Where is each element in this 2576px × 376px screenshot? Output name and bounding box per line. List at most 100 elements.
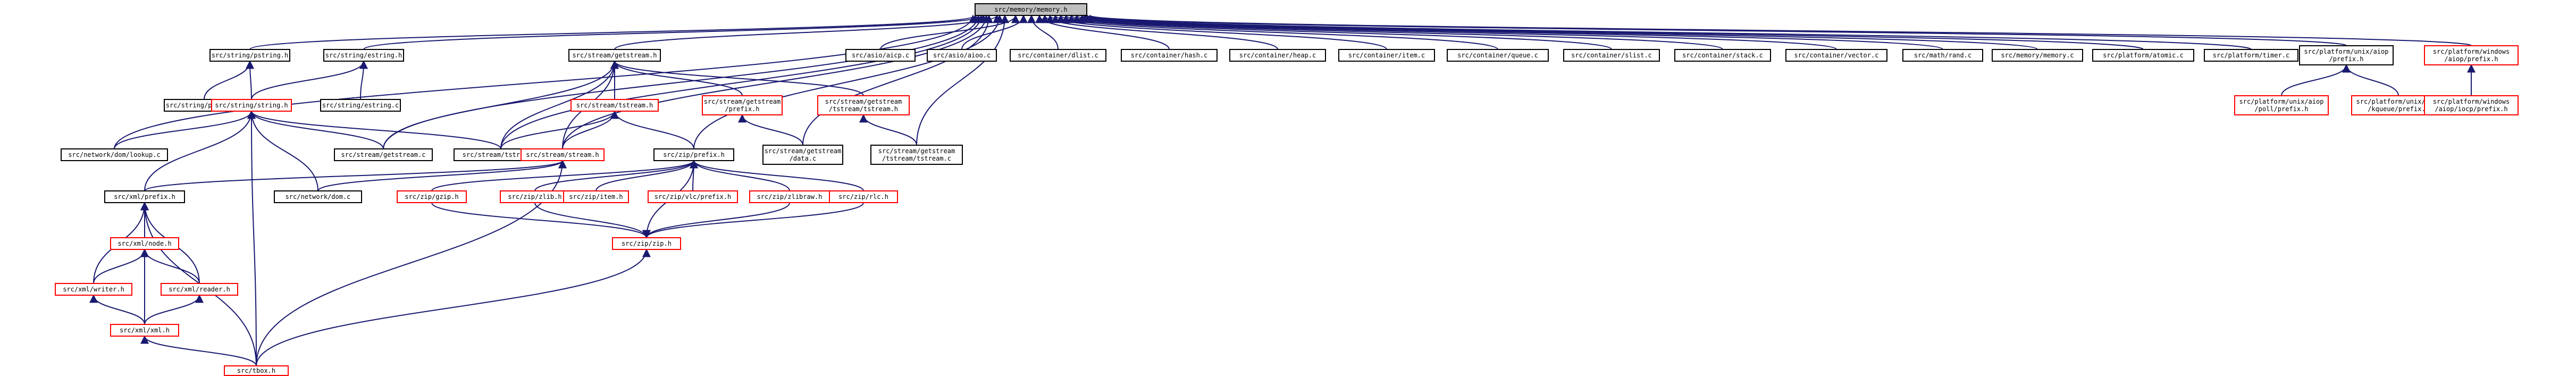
file-node-label: src/string/string.h	[215, 102, 288, 109]
file-node-platform-atomic-c[interactable]: src/platform/atomic.c	[2092, 49, 2194, 62]
file-node-zip-prefix-h[interactable]: src/zip/prefix.h	[653, 148, 734, 161]
file-node-box	[274, 190, 362, 203]
file-node-string-estring-c[interactable]: src/string/estring.c	[320, 99, 401, 112]
file-node-stream-getstream-prefix-h[interactable]: src/stream/getstream/prefix.h	[702, 95, 783, 115]
file-node-label: src/tbox.h	[237, 367, 275, 374]
file-node-network-dom-c[interactable]: src/network/dom.c	[274, 190, 362, 203]
file-node-asio-aioo-c[interactable]: src/asio/aioo.c	[927, 49, 997, 62]
dependency-edge	[610, 110, 694, 149]
file-node-container-item-c[interactable]: src/container/item.c	[1338, 49, 1435, 62]
file-node-box	[702, 95, 783, 115]
dependency-edge	[1084, 14, 2252, 50]
file-node-container-dlist-c[interactable]: src/container/dlist.c	[1010, 49, 1106, 62]
dependency-edge	[1062, 14, 1723, 50]
dependency-edge	[317, 160, 567, 191]
file-node-box	[2204, 49, 2298, 62]
file-node-stream-stream-h[interactable]: src/stream/stream.h	[521, 148, 605, 161]
file-node-xml-reader-h[interactable]: src/xml/reader.h	[161, 283, 238, 296]
file-node-label: src/stream/getstream.c	[341, 151, 426, 158]
dependency-edge	[500, 110, 619, 149]
file-node-stream-tstream-h[interactable]: src/stream/tstream.h	[570, 99, 659, 112]
file-node-platform-windows-aiop-prefix-h[interactable]: src/platform/windows/aiop/prefix.h	[2424, 45, 2519, 65]
file-node-xml-writer-h[interactable]: src/xml/writer.h	[55, 283, 132, 296]
file-node-label: src/container/dlist.c	[1018, 52, 1098, 59]
file-node-container-stack-c[interactable]: src/container/stack.c	[1674, 49, 1771, 62]
file-node-asio-aicp-c[interactable]: src/asio/aicp.c	[845, 49, 916, 62]
file-node-zip-zip-h[interactable]: src/zip/zip.h	[612, 237, 681, 250]
file-node-platform-timer-c[interactable]: src/platform/timer.c	[2204, 49, 2298, 62]
file-node-network-dom-lookup-c[interactable]: src/network/dom/lookup.c	[61, 148, 168, 161]
file-node-zip-gzip-h[interactable]: src/zip/gzip.h	[397, 190, 467, 203]
file-node-zip-zlib-h[interactable]: src/zip/zlib.h	[500, 190, 570, 203]
file-node-label: src/platform/unix/aiop	[2239, 98, 2324, 105]
file-node-label: src/stream/tstream.h	[576, 102, 653, 109]
file-node-box	[2424, 45, 2519, 65]
file-node-box	[334, 148, 433, 161]
file-node-box	[209, 49, 290, 62]
dependency-edge	[249, 14, 980, 50]
file-node-label: src/network/dom.c	[286, 193, 351, 200]
file-node-box	[110, 324, 179, 337]
file-node-label: src/stream/getstream	[825, 98, 902, 105]
dependency-edge	[562, 110, 619, 149]
file-node-container-hash-c[interactable]: src/container/hash.c	[1121, 49, 1218, 62]
file-node-stream-getstream-tstream-c[interactable]: src/stream/getstream/tstream/tstream.c	[870, 145, 963, 165]
file-node-stream-getstream-h[interactable]: src/stream/getstream.h	[568, 49, 661, 62]
dependency-edge	[114, 110, 256, 149]
file-node-memory-h[interactable]: src/memory/memory.h	[975, 3, 1087, 16]
file-node-container-slist-c[interactable]: src/container/slist.c	[1563, 49, 1660, 62]
file-node-container-vector-c[interactable]: src/container/vector.c	[1785, 49, 1887, 62]
dependency-edge	[693, 14, 1004, 149]
file-node-zip-zlibraw-h[interactable]: src/zip/zlibraw.h	[749, 190, 830, 203]
file-node-container-queue-c[interactable]: src/container/queue.c	[1447, 49, 1549, 62]
file-node-label: src/xml/reader.h	[169, 286, 230, 293]
file-node-platform-windows-aiop-iocp-h[interactable]: src/platform/windows/aiop/iocp/prefix.h	[2424, 95, 2519, 115]
file-node-box	[2424, 95, 2519, 115]
dependency-edge	[802, 14, 993, 146]
dependency-edge	[642, 202, 864, 239]
dependency-edge	[1027, 14, 1059, 50]
file-node-label: src/platform/unix/aiop	[2356, 98, 2441, 105]
file-node-string-pstring-h[interactable]: src/string/pstring.h	[209, 49, 290, 62]
file-node-container-heap-c[interactable]: src/container/heap.c	[1229, 49, 1326, 62]
file-node-memory-memory-c[interactable]: src/memory/memory.c	[1992, 49, 2083, 62]
dependency-edge	[690, 160, 864, 191]
file-node-label: src/xml/node.h	[118, 240, 171, 247]
file-node-platform-unix-aiop-poll-h[interactable]: src/platform/unix/aiop/poll/prefix.h	[2234, 95, 2329, 115]
file-node-label: src/string/estring.c	[322, 102, 399, 109]
file-node-xml-node-h[interactable]: src/xml/node.h	[110, 237, 179, 250]
file-node-platform-unix-aiop-prefix-h[interactable]: src/platform/unix/aiop/prefix.h	[2299, 45, 2394, 65]
file-node-label: src/xml/prefix.h	[114, 193, 175, 200]
file-node-zip-rlc-h[interactable]: src/zip/rlc.h	[829, 190, 898, 203]
dependency-edge	[251, 60, 368, 100]
file-node-stream-getstream-tstream-h[interactable]: src/stream/getstream/tstream/tstream.h	[817, 95, 910, 115]
file-node-stream-getstream-data-c[interactable]: src/stream/getstream/data.c	[762, 145, 843, 165]
file-node-zip-vlc-prefix-h[interactable]: src/zip/vlc/prefix.h	[648, 190, 738, 203]
file-node-stream-getstream-c[interactable]: src/stream/getstream.c	[334, 148, 433, 161]
file-node-label: src/platform/windows	[2433, 98, 2510, 105]
dependency-edge	[534, 202, 651, 239]
dependency-edge	[204, 60, 254, 100]
file-node-box	[845, 49, 916, 62]
file-node-tbox-h[interactable]: src/tbox.h	[224, 365, 289, 376]
file-node-label: src/platform/windows	[2433, 48, 2510, 55]
dependency-edge	[144, 160, 567, 191]
dependency-edge	[1072, 14, 1943, 50]
file-node-box	[224, 365, 289, 376]
file-node-zip-item-h[interactable]: src/zip/item.h	[563, 190, 629, 203]
file-node-string-string-h[interactable]: src/string/string.h	[211, 99, 292, 112]
dependency-edge	[383, 60, 619, 149]
file-node-label: src/zip/zip.h	[622, 240, 672, 247]
file-node-box	[211, 99, 292, 112]
file-node-xml-xml-h[interactable]: src/xml/xml.h	[110, 324, 179, 337]
dependency-edge	[431, 160, 698, 191]
file-node-label: /aiop/prefix.h	[2444, 55, 2498, 63]
file-node-label: src/zip/prefix.h	[663, 151, 725, 158]
file-node-math-rand-c[interactable]: src/math/rand.c	[1902, 49, 1983, 62]
dependency-edge	[359, 60, 368, 100]
file-node-box	[2092, 49, 2194, 62]
file-node-xml-prefix-h[interactable]: src/xml/prefix.h	[104, 190, 185, 203]
dependency-edge	[140, 248, 200, 284]
file-node-label: src/memory/memory.h	[994, 6, 1067, 13]
file-node-string-estring-h[interactable]: src/string/estring.h	[323, 49, 404, 62]
